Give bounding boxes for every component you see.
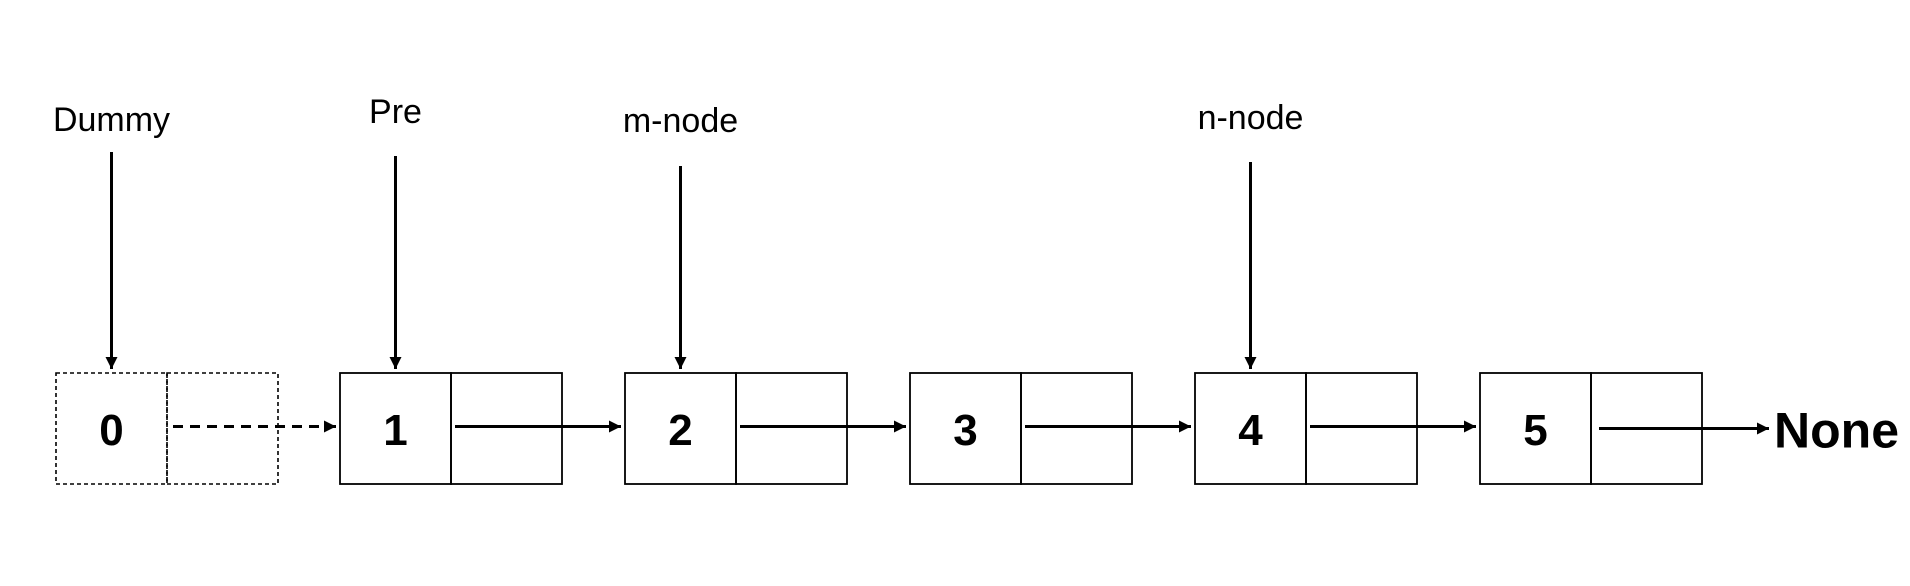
list-node-3: 3 <box>909 372 1133 485</box>
pointer-label: m-node <box>623 102 738 140</box>
pointer-pre: Pre <box>369 93 422 369</box>
pointer-m-node: m-node <box>623 102 738 369</box>
node-value-label: 4 <box>1238 406 1263 455</box>
node-value-label: 1 <box>383 406 407 455</box>
pointer-dummy: Dummy <box>53 101 170 369</box>
node-next-cell <box>735 372 848 485</box>
links-layer <box>173 420 1769 435</box>
list-node-4: 4 <box>1194 372 1418 485</box>
list-node-1: 1 <box>339 372 563 485</box>
pointer-label: Dummy <box>53 101 170 139</box>
pointers-layer: Dummy Pre m-node n-node <box>53 93 1303 369</box>
terminal-none-label: None <box>1774 403 1899 459</box>
nodes-layer: 0 1 2 3 4 5 <box>55 372 1703 485</box>
node-next-cell <box>1020 372 1133 485</box>
list-node-5: 5 <box>1479 372 1703 485</box>
node-next-cell <box>1305 372 1418 485</box>
pointer-label: Pre <box>369 93 422 131</box>
node-next-cell <box>166 372 279 485</box>
node-value-label: 5 <box>1523 406 1547 455</box>
node-value-label: 2 <box>668 406 692 455</box>
node-value-cell <box>55 372 168 485</box>
node-next-cell <box>450 372 563 485</box>
node-value-label: 0 <box>99 406 123 455</box>
list-node-2: 2 <box>624 372 848 485</box>
pointer-label: n-node <box>1198 99 1304 137</box>
node-next-cell <box>1590 372 1703 485</box>
list-node-0: 0 <box>55 372 279 485</box>
pointer-n-node: n-node <box>1198 99 1304 369</box>
node-value-label: 3 <box>953 406 977 455</box>
